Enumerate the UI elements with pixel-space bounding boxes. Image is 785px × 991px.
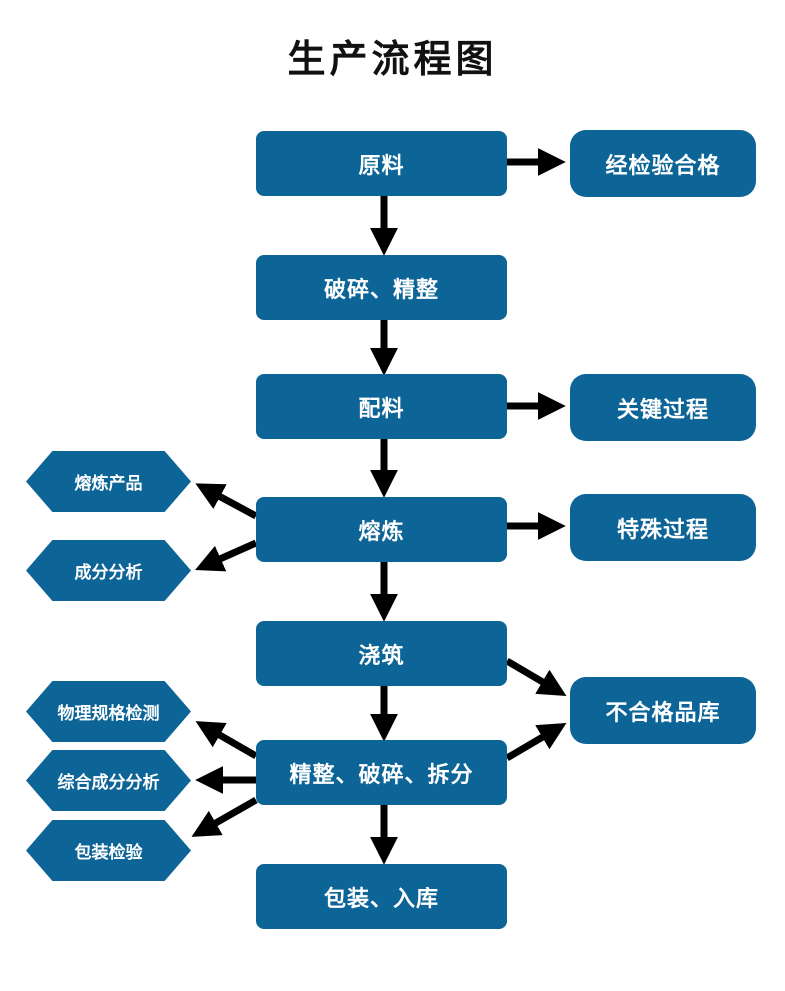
- arrow-finish-to-physical: [195, 721, 258, 760]
- arrow-smelt-to-product: [195, 483, 258, 520]
- step-pack-store: 包装、入库: [256, 864, 507, 929]
- step-batching: 配料: [256, 374, 507, 439]
- page-title: 生产流程图: [287, 37, 498, 81]
- arrow-finish-to-packcheck: [191, 796, 258, 837]
- note-special-process: 特殊过程: [570, 494, 756, 561]
- arrow-smelt-to-composition: [195, 539, 258, 572]
- step-smelting: 熔炼: [256, 497, 507, 562]
- arrow-cast-to-reject: [505, 657, 567, 696]
- step-casting: 浇筑: [256, 621, 507, 686]
- check-smelt-product: 熔炼产品: [26, 451, 191, 512]
- check-composition: 成分分析: [26, 540, 191, 601]
- step-crush-finish: 破碎、精整: [256, 255, 507, 320]
- check-full-composition: 综合成分分析: [26, 750, 191, 811]
- arrow-finish-to-reject: [505, 723, 567, 762]
- step-raw-material: 原料: [256, 131, 507, 196]
- step-finish-crush-split: 精整、破碎、拆分: [256, 740, 507, 805]
- note-reject-store: 不合格品库: [570, 677, 756, 744]
- check-packaging: 包装检验: [26, 820, 191, 881]
- check-physical-spec: 物理规格检测: [26, 681, 191, 742]
- note-qualified: 经检验合格: [570, 130, 756, 197]
- note-key-process: 关键过程: [570, 374, 756, 441]
